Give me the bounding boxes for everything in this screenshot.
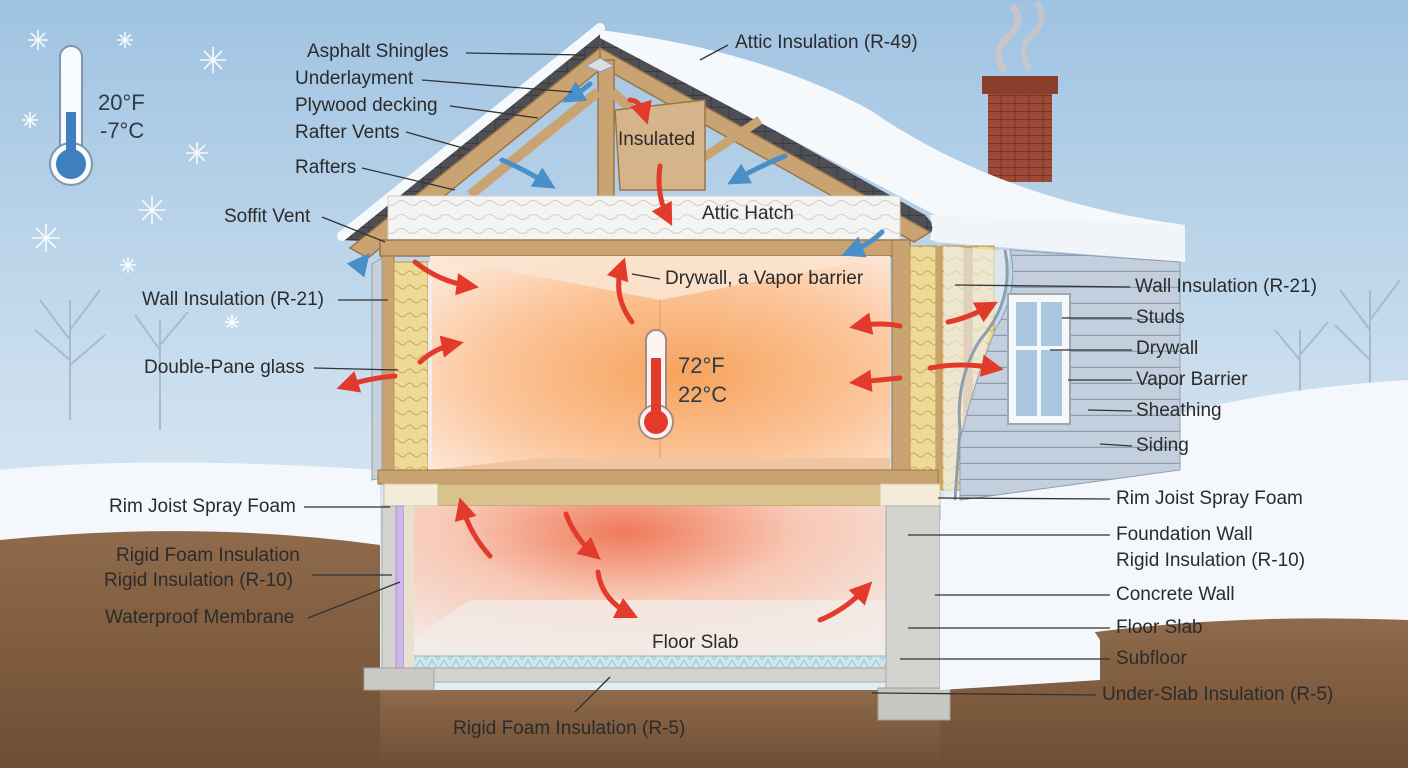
leader-lines [304,44,1133,713]
ceiling-joist [379,239,911,257]
label-under-slab: Under-Slab Insulation (R-5) [1102,684,1334,705]
label-wall-insulation-right: Wall Insulation (R-21) [1135,276,1317,297]
label-wall-insulation-left: Wall Insulation (R-21) [142,289,324,310]
background-trees [34,279,1401,440]
label-foundation-wall-2: Rigid Insulation (R-10) [1116,550,1306,571]
label-waterproof-membrane: Waterproof Membrane [105,607,295,628]
air-arrow [562,81,593,103]
label-drywall: Drywall [1136,338,1199,359]
air-arrow [346,252,370,278]
foundation-left [363,505,435,691]
ground-under [380,690,940,768]
air-arrow [841,229,885,258]
label-attic-hatch: Attic Hatch [702,203,794,224]
label-studs: Studs [1136,307,1185,328]
heat-arrow [454,497,493,559]
air-arrow [727,153,788,185]
label-rigid-foam-bottom: Rigid Foam Insulation (R-5) [453,718,686,739]
label-rigid-foam-left-1: Rigid Foam Insulation [116,545,300,566]
snowflake-icons [22,30,239,329]
outdoor-temp-f: 20°F [98,90,145,115]
label-rim-joist-left: Rim Joist Spray Foam [109,496,296,517]
heat-flow-arrows [336,97,1004,623]
indoor-temp-c: 22°C [678,382,728,407]
airflow-arrows [346,81,885,278]
label-rigid-foam-left-2: Rigid Insulation (R-10) [104,570,294,591]
label-attic-insulation: Attic Insulation (R-49) [735,32,918,53]
ridge-vent [584,57,616,73]
foundation-right [877,505,1100,721]
label-siding: Siding [1136,435,1189,456]
label-plywood-decking: Plywood decking [295,95,438,116]
heat-arrow [849,312,903,335]
floor-framing [377,469,941,507]
heat-arrow [651,163,673,226]
heat-arrow [412,259,479,296]
label-subfloor: Subfloor [1116,648,1187,669]
heat-arrow [595,569,639,619]
label-floor-slab-center: Floor Slab [652,632,739,653]
indoor-thermometer-icon [638,329,674,440]
heat-arrow [927,354,1004,377]
label-floor-slab-right: Floor Slab [1116,617,1203,638]
heat-arrow [336,371,398,393]
label-double-pane: Double-Pane glass [144,357,305,378]
heat-arrow [849,369,903,392]
outdoor-temp-c: -7°C [100,118,145,143]
label-vapor-barrier: Vapor Barrier [1136,369,1248,390]
ground [0,531,380,768]
heat-arrow [627,97,652,125]
label-underlayment: Underlayment [295,68,414,89]
heat-arrow [417,335,464,365]
window [1007,293,1071,425]
chimney [982,0,1058,182]
heat-arrow [817,581,873,623]
label-soffit-vent: Soffit Vent [224,206,311,227]
indoor-temp-f: 72°F [678,353,725,378]
label-rafters: Rafters [295,157,357,178]
outdoor-thermometer-icon [49,45,93,186]
heat-arrow [945,301,998,325]
snow-field-right [940,380,1408,640]
left-wall [371,255,432,481]
label-concrete-wall: Concrete Wall [1116,584,1235,605]
basement [411,506,887,683]
air-arrow [499,157,556,189]
label-rafter-vents: Rafter Vents [295,122,400,143]
label-insulated: Insulated [618,129,696,150]
attic-insulation-layer [387,195,901,241]
label-foundation-wall-1: Foundation Wall [1116,524,1253,545]
label-sheathing: Sheathing [1136,400,1222,421]
label-asphalt-shingles: Asphalt Shingles [307,41,449,62]
label-drywall-vapor: Drywall, a Vapor barrier [665,268,864,289]
heat-arrow [606,257,635,325]
heat-arrow [563,511,601,560]
label-rim-joist-right: Rim Joist Spray Foam [1116,488,1303,509]
